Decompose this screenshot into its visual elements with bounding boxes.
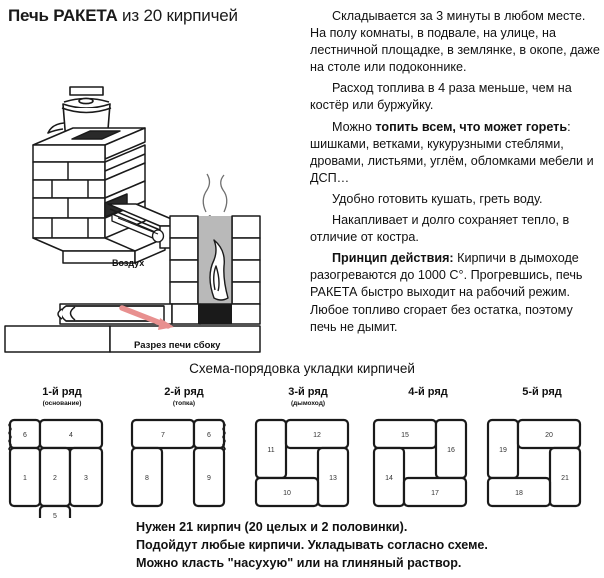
footer-line: Можно класть "насухую" или на глиняный р… [136,556,462,570]
emphasis-text: Принцип действия: [332,251,454,266]
brick-label: 2 [53,475,57,482]
row-title: 4-й ряд [408,386,448,398]
emphasis-text: топить всем, что может гореть [375,119,568,134]
brick-label: 7 [161,432,165,439]
scheme-heading: Схема-порядовка укладки кирпичей [189,361,415,376]
page-title-tail: из 20 кирпичей [117,6,238,25]
row-title: 2-й ряд [164,386,204,398]
air-arrow-icon [119,305,174,330]
brick-label: 6 [207,432,211,439]
row-subtitle: (дымоход) [290,400,325,407]
brick-diagram-row-5: 19 20 21 18 [484,418,604,518]
body-text: Можно [332,119,376,134]
brick-label: 4 [69,432,73,439]
brick-label: 17 [431,490,439,497]
row-header-2: 2-й ряд (топка) [124,386,244,408]
body-text: Накапливает и долго сохраняет тепло, в о… [310,213,570,245]
brick-label: 10 [283,490,291,497]
brick-diagram-row-3: 11 12 13 10 [252,418,376,518]
brick-label: 18 [515,490,523,497]
article-paragraph: Расход топлива в 4 раза меньше, чем на к… [310,80,600,114]
air-label: Воздух [112,258,145,268]
article-paragraph: Накапливает и долго сохраняет тепло, в о… [310,212,600,246]
footer-line: Подойдут любые кирпичи. Укладывать согла… [136,538,488,552]
brick-label: 15 [401,432,409,439]
article-paragraph: Можно топить всем, что может гореть: шиш… [310,119,600,187]
brick-label: 13 [329,475,337,482]
brick-label: 9 [207,475,211,482]
row-title: 3-й ряд [288,386,328,398]
page-title-strong: Печь РАКЕТА [8,6,118,25]
brick-label: 16 [447,447,455,454]
row-header-5: 5-й ряд [482,386,602,399]
row-header-1: 1-й ряд (основание) [2,386,122,408]
body-text: Кирпичи в дымоходе разогреваются до 1000… [310,251,583,334]
body-text: Расход топлива в 4 раза меньше, чем на к… [310,81,572,113]
row-title: 5-й ряд [522,386,562,398]
brick-label: 8 [145,475,149,482]
brick-label: 19 [499,447,507,454]
brick-label: 11 [267,447,274,454]
page-title: Печь РАКЕТА из 20 кирпичей [8,6,298,26]
article-text: Складывается за 3 минуты в любом месте. … [310,8,600,340]
article-paragraph: Принцип действия: Кирпичи в дымоходе раз… [310,250,600,335]
brick-label: 14 [385,475,393,482]
body-text: Складывается за 3 минуты в любом месте. … [310,9,600,75]
brick-diagram-row-2: 7 6 8 9 [128,418,252,518]
brick-diagram-row-1: 6 4 1 2 3 5 [6,418,130,518]
article-paragraph: Складывается за 3 минуты в любом месте. … [310,8,600,76]
stove-illustration [0,38,300,356]
smoke-icon [202,173,228,213]
brick-label: 1 [23,475,27,482]
footer-line: Нужен 21 кирпич (20 целых и 2 половинки)… [136,520,408,534]
brick-label: 12 [313,432,321,439]
brick-diagram-row-4: 15 16 14 17 [370,418,494,518]
article-paragraph: Удобно готовить кушать, греть воду. [310,191,600,208]
row-title: 1-й ряд [42,386,82,398]
row-header-4: 4-й ряд [368,386,488,399]
brick-label: 20 [545,432,553,439]
brick-label: 21 [561,475,569,482]
row-subtitle: (топка) [172,400,196,407]
brick-label: 3 [84,475,88,482]
row-subtitle: (основание) [42,400,82,407]
brick-label: 6 [23,432,27,439]
body-text: Удобно готовить кушать, греть воду. [332,191,543,206]
brick-label: 5 [53,513,57,518]
section-caption: Разрез печи сбоку [134,340,221,351]
body-text: : шишками, ветками, кукурузными стеблями… [310,119,594,185]
row-header-3: 3-й ряд (дымоход) [248,386,368,408]
flame-icon [209,239,229,301]
footer-note: Нужен 21 кирпич (20 целых и 2 половинки)… [136,518,596,572]
